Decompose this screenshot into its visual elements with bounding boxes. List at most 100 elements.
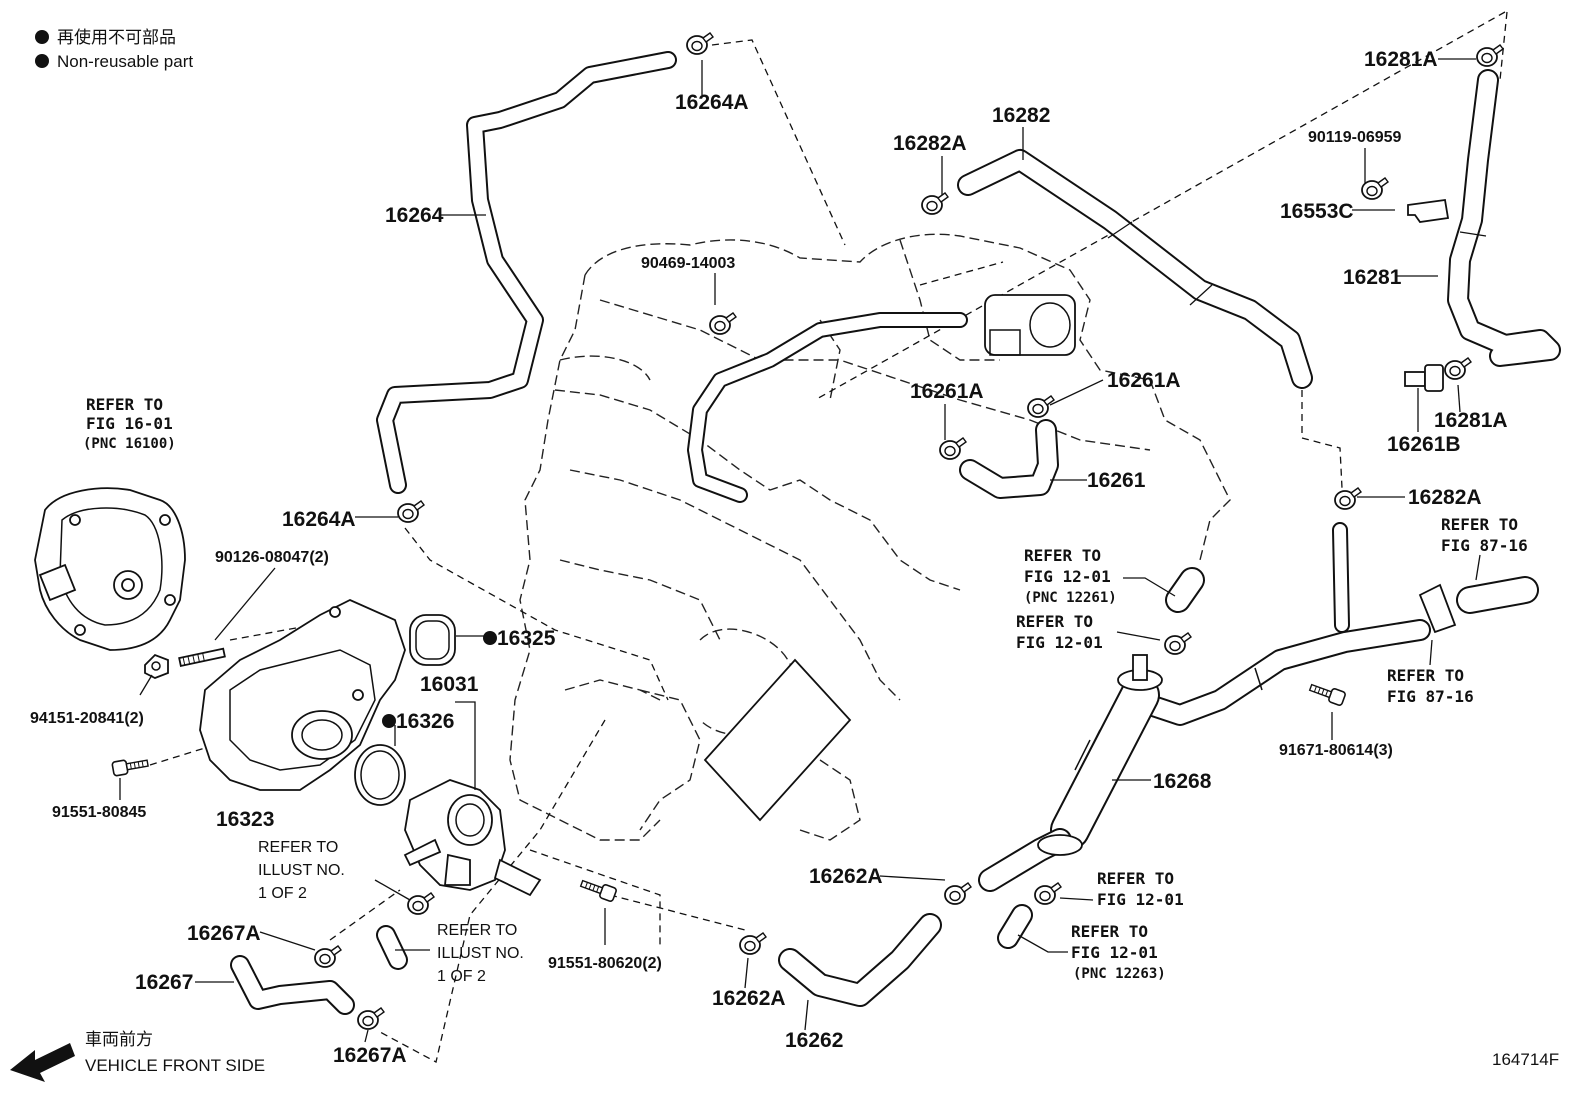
ref-fig12-a-l2[interactable]: FIG 12-01 <box>1024 567 1111 586</box>
ref-fig12-c-l1[interactable]: REFER TO <box>1097 869 1174 888</box>
clamp-16281A-bot[interactable] <box>1444 357 1472 380</box>
label-94151[interactable]: 94151-20841(2) <box>30 710 144 727</box>
ref-fig87-top-l1[interactable]: REFER TO <box>1441 515 1518 534</box>
label-16268[interactable]: 16268 <box>1153 770 1212 793</box>
label-16261A-left[interactable]: 16261A <box>910 380 984 403</box>
label-16264A-mid[interactable]: 16264A <box>282 508 356 531</box>
ref-fig12-a-l1[interactable]: REFER TO <box>1024 546 1101 565</box>
label-16267A-top[interactable]: 16267A <box>187 922 261 945</box>
ref-fig12-a-l3[interactable]: (PNC 12261) <box>1024 590 1117 606</box>
label-16325[interactable]: 16325 <box>497 627 556 650</box>
ref-illust-a-l1[interactable]: REFER TO <box>258 839 338 856</box>
label-90119[interactable]: 90119-06959 <box>1308 129 1402 146</box>
clamp-16261A-left[interactable] <box>939 437 967 460</box>
label-16031[interactable]: 16031 <box>420 673 479 696</box>
hose-16267[interactable] <box>230 925 408 1015</box>
hose-ref-fig12 <box>997 567 1205 949</box>
label-16323[interactable]: 16323 <box>216 808 274 831</box>
label-16262A-top[interactable]: 16262A <box>809 865 883 888</box>
legend-marker-jp <box>35 30 49 44</box>
ref-illust-a-l3[interactable]: 1 OF 2 <box>258 885 307 902</box>
label-16267A-bot[interactable]: 16267A <box>333 1044 407 1067</box>
legend-marker-en <box>35 54 49 68</box>
water-outlet-16323[interactable] <box>199 599 406 791</box>
bolt-91551-80845[interactable] <box>111 755 150 777</box>
hose-16282-lower[interactable] <box>1332 522 1350 633</box>
clip-90469[interactable] <box>709 312 737 335</box>
label-16553C[interactable]: 16553C <box>1280 200 1354 223</box>
ref-fig12-c-l2[interactable]: FIG 12-01 <box>1097 890 1184 909</box>
clamp-ref-fig12-b[interactable] <box>1164 632 1192 655</box>
clamp-16262A-bot[interactable] <box>739 932 767 955</box>
label-90126[interactable]: 90126-08047(2) <box>215 549 329 566</box>
thermostat-housing-16031[interactable] <box>403 779 542 897</box>
gasket-16326[interactable] <box>354 744 406 806</box>
label-16267[interactable]: 16267 <box>135 971 193 994</box>
hose-16261[interactable] <box>959 419 1059 499</box>
gasket-16325[interactable] <box>409 614 456 666</box>
ref-fig12-d-l3[interactable]: (PNC 12263) <box>1073 966 1166 982</box>
clamp-16264A-mid[interactable] <box>397 500 425 523</box>
clamp-16262A-top[interactable] <box>944 882 972 905</box>
figure-id: 164714F <box>1492 1050 1559 1069</box>
label-16262[interactable]: 16262 <box>785 1029 843 1052</box>
bolt-90119[interactable] <box>1361 177 1389 200</box>
clamp-16261A-right[interactable] <box>1027 395 1055 418</box>
ref-fig12-d-l2[interactable]: FIG 12-01 <box>1071 943 1158 962</box>
label-16281A-bot[interactable]: 16281A <box>1434 409 1508 432</box>
clamp-ref-illust[interactable] <box>407 892 435 915</box>
sensor-16261B[interactable] <box>1404 364 1444 392</box>
bracket-16553C[interactable] <box>1407 198 1450 223</box>
label-16326[interactable]: 16326 <box>396 710 454 733</box>
label-16282[interactable]: 16282 <box>992 104 1050 127</box>
front-en: VEHICLE FRONT SIDE <box>85 1056 265 1075</box>
label-90469[interactable]: 90469-14003 <box>641 255 735 272</box>
bolt-91551-80620[interactable] <box>578 876 618 903</box>
ref-fig12-b-l2[interactable]: FIG 12-01 <box>1016 633 1103 652</box>
ref-illust-b-l1[interactable]: REFER TO <box>437 922 517 939</box>
label-16282A-top[interactable]: 16282A <box>893 132 967 155</box>
ref-illust-b-l2[interactable]: ILLUST NO. <box>437 945 524 962</box>
dashed-guides <box>149 11 1508 1063</box>
water-inlet-pipe-16268[interactable] <box>978 619 1431 892</box>
clamp-16281A-top[interactable] <box>1476 44 1504 67</box>
label-91551-80845[interactable]: 91551-80845 <box>52 804 146 821</box>
clamp-16267A-top[interactable] <box>314 945 342 968</box>
ref-fig87-top-l2[interactable]: FIG 87-16 <box>1441 536 1528 555</box>
ref-fig12-b-l1[interactable]: REFER TO <box>1016 612 1093 631</box>
label-16282A-right[interactable]: 16282A <box>1408 486 1482 509</box>
bolt-91671[interactable] <box>1307 680 1347 707</box>
ref-fig16-l1[interactable]: REFER TO <box>86 395 163 414</box>
bolt-90126[interactable] <box>178 647 226 667</box>
ref-fig87-bot-l1[interactable]: REFER TO <box>1387 666 1464 685</box>
label-91671[interactable]: 91671-80614(3) <box>1279 742 1393 759</box>
ref-fig16-l2[interactable]: FIG 16-01 <box>86 414 173 433</box>
label-91551-80620[interactable]: 91551-80620(2) <box>548 955 662 972</box>
label-16264[interactable]: 16264 <box>385 204 444 227</box>
clamp-16267A-bot[interactable] <box>357 1007 385 1030</box>
part-labels: 16264A 16264 16264A 16282A 16282 16281A … <box>30 48 1508 1067</box>
ref-illust-a-l2[interactable]: ILLUST NO. <box>258 862 345 879</box>
clamp-16282A-right[interactable] <box>1334 487 1362 510</box>
ref-fig12-d-l1[interactable]: REFER TO <box>1071 922 1148 941</box>
label-16281A-top[interactable]: 16281A <box>1364 48 1438 71</box>
ref-fig16-l3[interactable]: (PNC 16100) <box>83 436 176 452</box>
label-16262A-bot[interactable]: 16262A <box>712 987 786 1010</box>
label-16281[interactable]: 16281 <box>1343 266 1402 289</box>
legend-jp: 再使用不可部品 <box>57 27 176 47</box>
label-16261A-right[interactable]: 16261A <box>1107 369 1181 392</box>
clamp-ref-fig12-c[interactable] <box>1034 882 1062 905</box>
label-16261[interactable]: 16261 <box>1087 469 1146 492</box>
nut-94151[interactable] <box>144 653 169 679</box>
water-pump-fig16[interactable] <box>34 487 186 651</box>
hose-16282[interactable] <box>957 149 1313 389</box>
ref-illust-b-l3[interactable]: 1 OF 2 <box>437 968 486 985</box>
label-16264A-top[interactable]: 16264A <box>675 91 749 114</box>
hose-16281[interactable] <box>1447 69 1561 367</box>
hose-16264[interactable] <box>376 51 677 494</box>
clamp-16282A-top[interactable] <box>921 192 949 215</box>
label-16261B[interactable]: 16261B <box>1387 433 1461 456</box>
hose-16262[interactable] <box>778 913 942 1007</box>
clamp-16264A-top[interactable] <box>686 32 714 55</box>
ref-fig87-bot-l2[interactable]: FIG 87-16 <box>1387 687 1474 706</box>
